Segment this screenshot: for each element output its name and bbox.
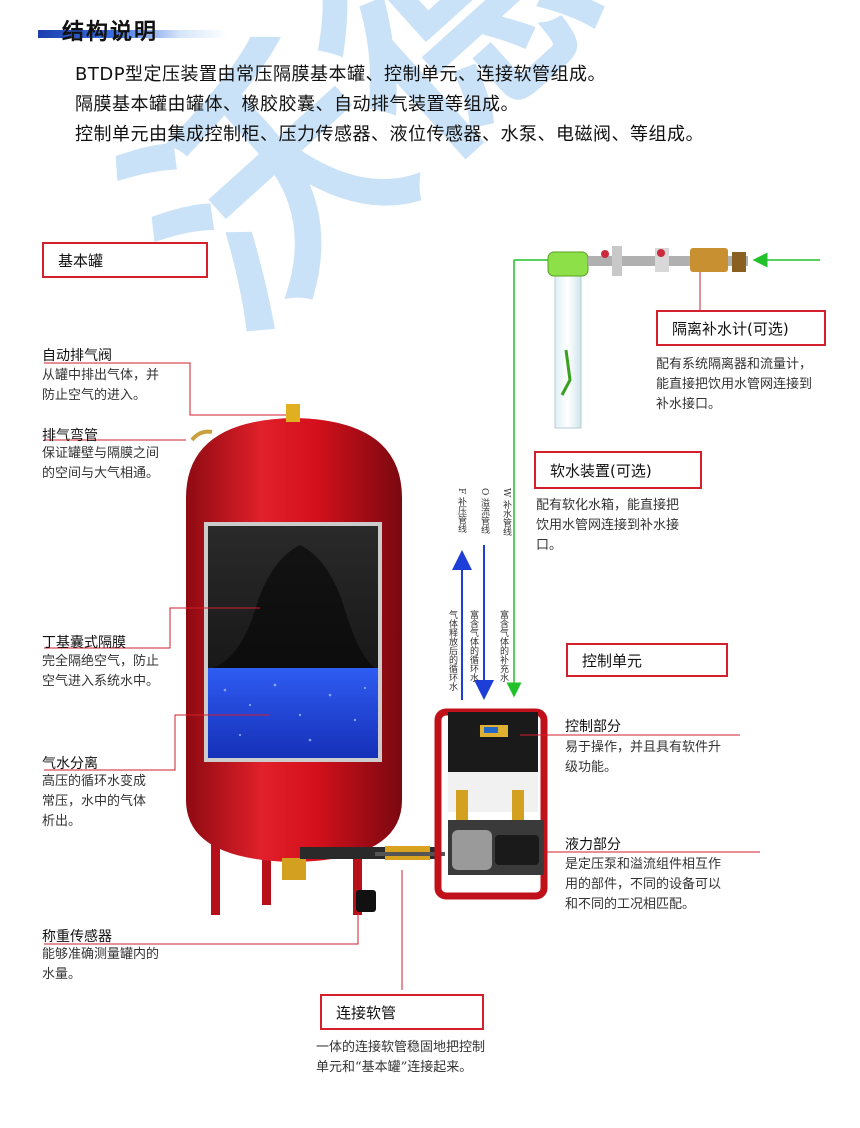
intro-line-2: 隔膜基本罐由罐体、橡胶胶囊、自动排气装置等组成。 [75, 94, 519, 115]
flow-label-g3: 富含气体的补充水 [498, 610, 508, 682]
desc-isolation: 配有系统隔离器和流量计，能直接把饮用水管网连接到补水接口。 [656, 357, 813, 412]
label-control-part: 控制部分 [565, 719, 621, 735]
desc-control-part: 易于操作，并且具有软件升级功能。 [565, 740, 722, 775]
connecting-hose [300, 846, 445, 860]
tank-legs [211, 840, 376, 915]
desc-hydraulic-part: 是定压泵和溢流组件相互作用的部件，不同的设备可以和不同的工况相匹配。 [565, 857, 722, 912]
desc-softener: 配有软化水箱，能直接把饮用水管网连接到补水接口。 [536, 498, 680, 553]
box-control-unit: 控制单元 [566, 643, 728, 677]
box-hose: 连接软管 [320, 994, 484, 1030]
green-supply-line [506, 252, 820, 698]
callout-lines [44, 272, 760, 990]
page-title: 结构说明 [62, 20, 159, 45]
desc-auto-vent: 从罐中排出气体，并防止空气的进入。 [42, 368, 160, 403]
label-weight-sensor: 称重传感器 [42, 929, 112, 945]
label-bladder: 丁基囊式隔膜 [42, 635, 126, 651]
flow-label-g2: 富含气体的循环水 [468, 610, 478, 682]
label-hydraulic-part: 液力部分 [565, 837, 621, 853]
intro-line-3: 控制单元由集成控制柜、压力传感器、液位传感器、水泵、电磁阀、等组成。 [75, 124, 704, 145]
desc-weight-sensor: 能够准确测量罐内的水量。 [42, 947, 160, 982]
tank-cutaway [204, 522, 382, 762]
intro-line-1: BTDP型定压装置由常压隔膜基本罐、控制单元、连接软管组成。 [75, 64, 607, 85]
flow-label-g1: 气体释放后的循环水 [447, 610, 457, 691]
blue-flow-arrows [452, 545, 494, 700]
box-softener: 软水装置(可选) [534, 451, 702, 489]
desc-bladder: 完全隔绝空气，防止空气进入系统水中。 [42, 654, 160, 689]
control-unit-frame [434, 708, 548, 900]
desc-separation: 高压的循环水变成常压，水中的气体析出。 [42, 774, 147, 829]
flow-label-f: F 补压管线 [456, 488, 466, 534]
flow-label-o: O 溢流管线 [479, 488, 489, 535]
label-vent-bend: 排气弯管 [42, 428, 98, 444]
label-auto-vent: 自动排气阀 [42, 348, 112, 364]
box-base-tank: 基本罐 [42, 242, 208, 278]
desc-vent-bend: 保证罐壁与隔膜之间的空间与大气相通。 [42, 446, 160, 481]
isolation-unit [547, 246, 748, 429]
label-separation: 气水分离 [42, 756, 98, 772]
title-accent-bar [38, 30, 228, 38]
desc-hose: 一体的连接软管稳固地把控制单元和“基本罐”连接起来。 [316, 1040, 486, 1075]
flow-label-w: W 补水管线 [501, 488, 511, 537]
box-isolation: 隔离补水计(可选) [656, 310, 826, 346]
